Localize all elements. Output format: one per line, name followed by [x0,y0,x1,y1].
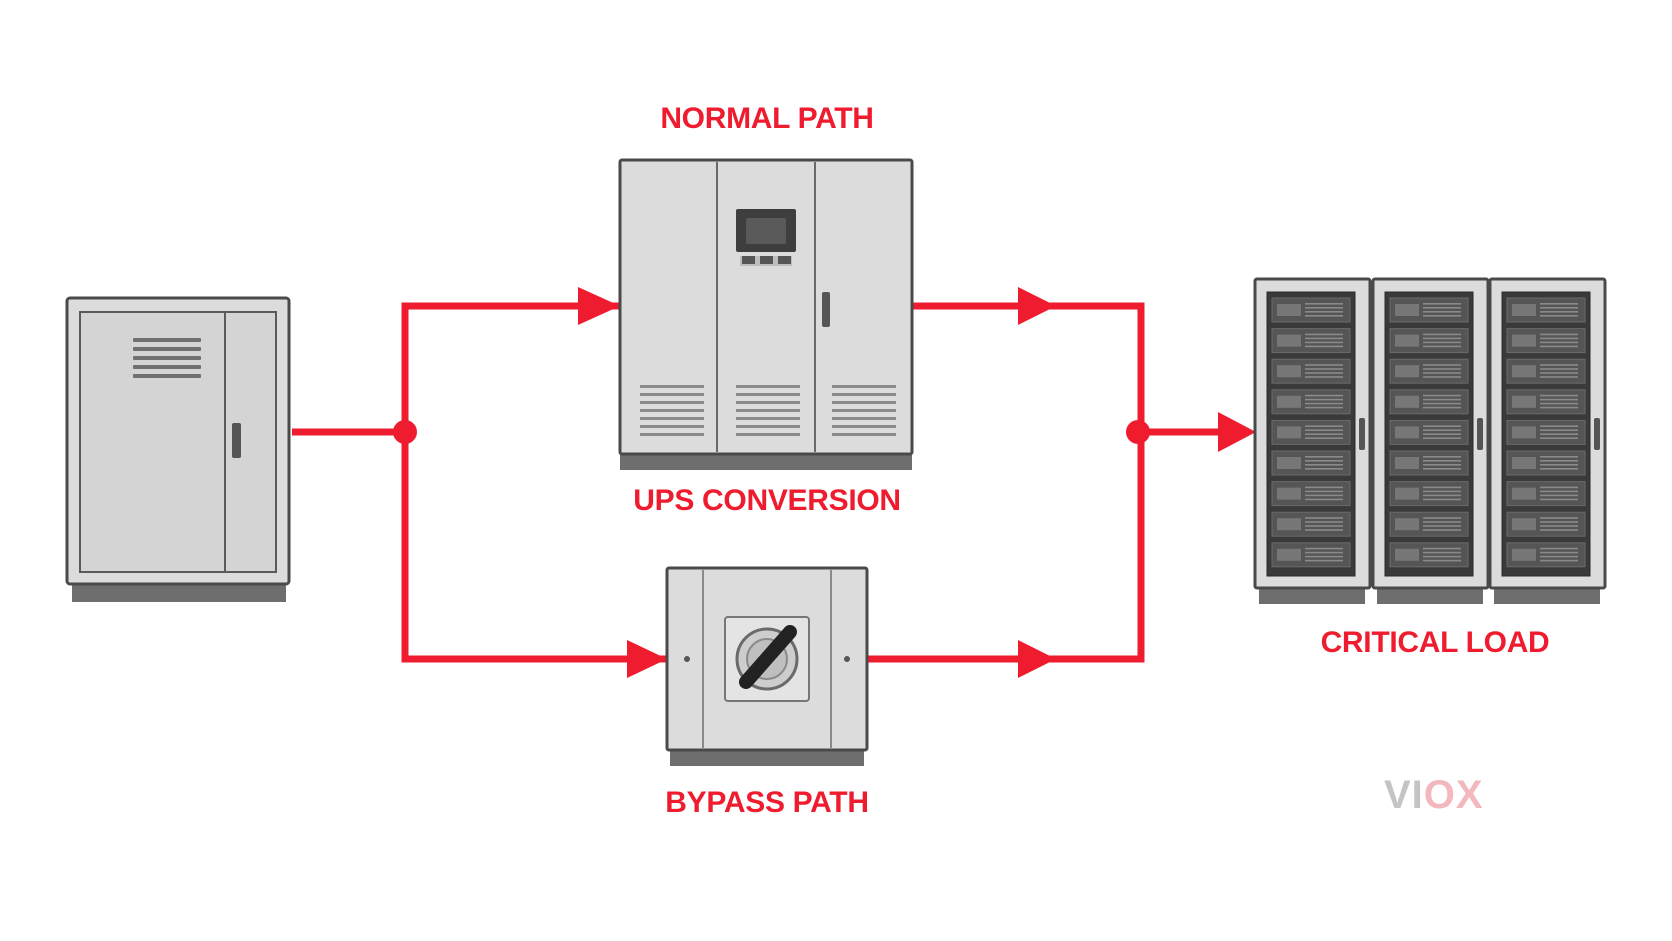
source-cabinet-handle [232,423,241,458]
bypass-input-line [401,432,667,663]
bypass-output-arrow [1018,640,1056,678]
ups-unit [618,158,914,470]
viox-logo-text: VIOX [1384,773,1484,816]
viox-logo: VIOX [1384,773,1484,816]
server-rack-2 [1371,277,1490,604]
source-cabinet [65,296,291,602]
normal-input-arrow [578,287,620,325]
ups-conversion-label: UPS CONVERSION [633,484,901,517]
normal-output-arrow [1018,287,1056,325]
bypass-output-line [867,432,1145,663]
bypass-input-arrow [627,640,667,678]
ups-control-panel [736,209,796,266]
split-junction-dot [393,420,417,444]
server-racks [1253,277,1607,604]
server-rack-handle [1594,418,1600,450]
server-rack-handle [1477,418,1483,450]
flow-arrows [578,287,1256,678]
server-rack-handle [1359,418,1365,450]
source-cabinet-vent [133,338,201,378]
rotary-switch-handle [739,625,797,689]
bypass-switch [665,566,869,766]
ups-vents [640,385,896,436]
server-rack-3 [1488,277,1607,604]
load-feed-arrow [1218,412,1256,452]
critical-load-label: CRITICAL LOAD [1320,626,1550,659]
bypass-path-label: BYPASS PATH [665,786,869,819]
merge-junction-dot [1126,420,1150,444]
normal-input-line [401,302,620,432]
normal-path-label: NORMAL PATH [660,102,874,135]
flow-lines [292,302,1230,663]
ups-handle [822,292,830,327]
junction-dots [393,420,1150,444]
server-rack-1 [1253,277,1372,604]
normal-output-line [912,302,1145,432]
